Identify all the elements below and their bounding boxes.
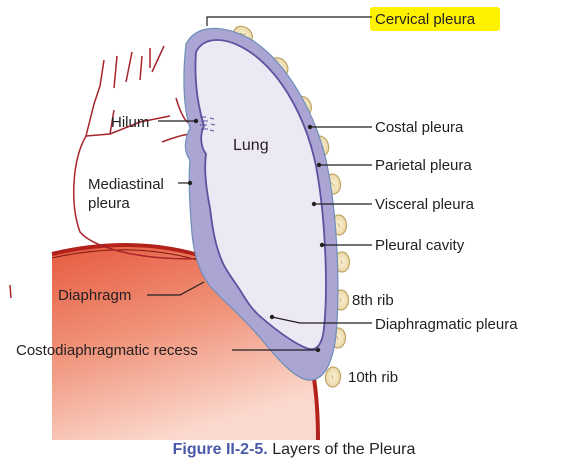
leader-lines [147,16,372,353]
lung-label: Lung [233,137,269,154]
cervical-pleura-highlight [370,7,500,31]
hilum-label: Hilum [111,114,149,131]
pleural-cavity-label: Pleural cavity [375,237,465,254]
costal-pleura-label: Costal pleura [375,119,464,136]
mediastinal-pleura-label-line2: pleura [88,195,130,212]
rib-10-label: 10th rib [348,369,398,386]
lung-shape [194,39,327,350]
figure-caption: Figure II-2-5. Layers of the Pleura [0,441,588,459]
mediastinum-outline [9,45,211,299]
cervical-pleura-label: Cervical pleura [375,11,476,28]
mediastinal-pleura-label-line1: Mediastinal [88,176,164,193]
rib-8-label: 8th rib [352,292,394,309]
diaphragmatic-pleura-label: Diaphragmatic pleura [375,316,518,333]
visceral-pleura-label: Visceral pleura [375,196,475,213]
hilum-marks [200,116,216,132]
figure-number: Figure II-2-5. [172,441,268,458]
costodiaphragmatic-recess-label: Costodiaphragmatic recess [16,342,198,359]
figure-title: Layers of the Pleura [272,441,416,458]
diaphragm-label: Diaphragm [58,287,131,304]
parietal-pleura-label: Parietal pleura [375,157,472,174]
